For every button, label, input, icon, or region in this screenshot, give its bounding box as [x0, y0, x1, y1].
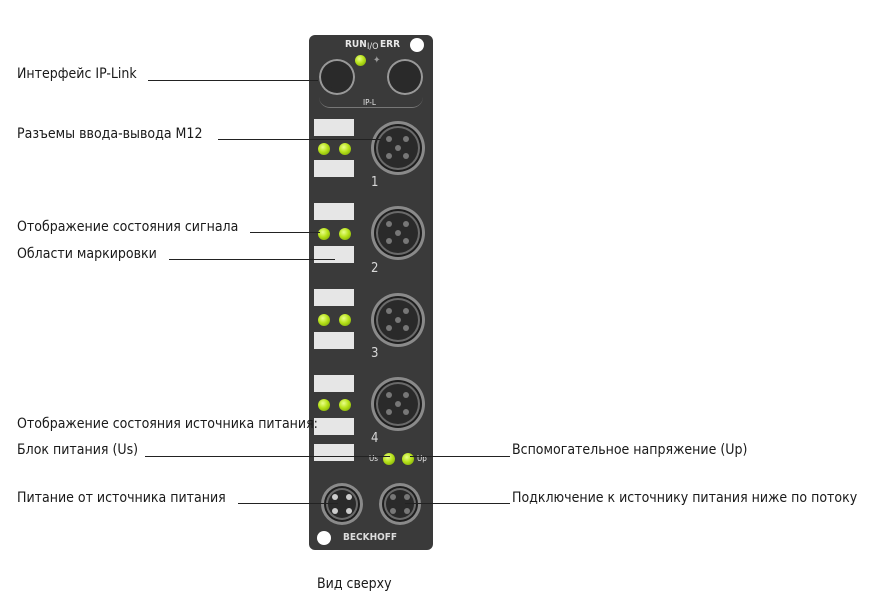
- leader-line: [405, 503, 510, 504]
- iplink-socket-right: [387, 59, 423, 95]
- signal-led: [339, 399, 351, 411]
- up-led: [402, 453, 414, 465]
- mounting-hole-top: [410, 38, 424, 52]
- device-body: RUN I/O ERR ✦ IP-L 1 2 3: [309, 35, 433, 550]
- m12-socket-2: [371, 206, 425, 260]
- caption: Вид сверху: [317, 576, 392, 592]
- marking-area: [314, 375, 354, 392]
- callout-power-status: Отображение состояния источника питания:: [17, 416, 318, 432]
- iplink-socket-left: [319, 59, 355, 95]
- leader-line: [250, 232, 320, 233]
- us-led: [383, 453, 395, 465]
- io-label: I/O: [367, 42, 379, 52]
- leader-line: [145, 456, 390, 457]
- signal-led: [318, 228, 330, 240]
- marking-area: [314, 332, 354, 349]
- signal-led: [318, 314, 330, 326]
- run-label: RUN: [345, 39, 367, 50]
- signal-led: [339, 143, 351, 155]
- err-label: ERR: [380, 39, 400, 50]
- m12-socket-1: [371, 121, 425, 175]
- callout-power-in: Питание от источника питания: [17, 490, 226, 506]
- marking-area: [314, 444, 354, 461]
- marking-area: [314, 246, 354, 263]
- run-led: [355, 55, 366, 66]
- signal-led: [318, 143, 330, 155]
- brand-logo: BECKHOFF: [343, 532, 397, 543]
- leader-line: [410, 456, 510, 457]
- leader-line: [169, 259, 335, 260]
- callout-power-out: Подключение к источнику питания ниже по …: [512, 490, 857, 506]
- marking-area: [314, 160, 354, 177]
- iplink-label: IP-L: [363, 98, 376, 107]
- leader-line: [148, 80, 318, 81]
- m12-socket-3: [371, 293, 425, 347]
- marking-area: [314, 289, 354, 306]
- power-in-connector: [321, 483, 363, 525]
- marking-area: [314, 119, 354, 136]
- err-indicator-icon: ✦: [373, 55, 381, 66]
- port-number-2: 2: [371, 261, 378, 276]
- callout-us: Блок питания (Us): [17, 442, 138, 458]
- port-number-1: 1: [371, 175, 378, 190]
- leader-line: [218, 139, 381, 140]
- signal-led: [339, 228, 351, 240]
- marking-area: [314, 203, 354, 220]
- callout-marking: Области маркировки: [17, 246, 157, 262]
- marking-area: [314, 418, 354, 435]
- port-number-3: 3: [371, 346, 378, 361]
- callout-signal-status: Отображение состояния сигнала: [17, 219, 238, 235]
- callout-iplink: Интерфейс IP-Link: [17, 66, 137, 82]
- power-out-connector: [379, 483, 421, 525]
- mounting-hole-bottom: [317, 531, 331, 545]
- callout-m12: Разъемы ввода-вывода M12: [17, 126, 202, 142]
- callout-up: Вспомогательное напряжение (Up): [512, 442, 747, 458]
- leader-line: [238, 503, 338, 504]
- port-number-4: 4: [371, 431, 378, 446]
- signal-led: [318, 399, 330, 411]
- signal-led: [339, 314, 351, 326]
- m12-socket-4: [371, 377, 425, 431]
